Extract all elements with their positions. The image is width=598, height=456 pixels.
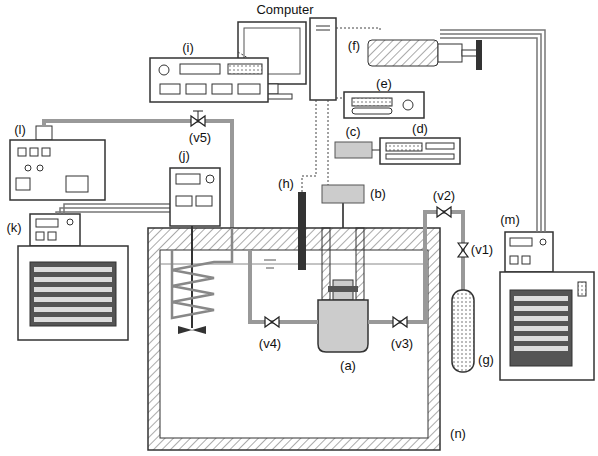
callout-label: (m) [500,213,520,227]
stirrer-coil [172,226,232,334]
pipe [44,121,232,228]
hose [56,204,170,214]
pipe [250,250,318,322]
motor-box [322,185,364,203]
callout-label: (b) [370,187,386,201]
pipe [368,212,463,322]
computer-label: Computer [256,3,313,17]
callout-label: (j) [178,149,190,163]
callout-label: (f) [348,39,360,53]
shaft [342,203,344,228]
gas-cylinder [452,290,474,372]
hose [440,30,545,232]
callout-label: (l) [14,123,26,137]
callout-label: (v5) [189,131,211,145]
callout-label: (a) [340,359,356,373]
measurement-cell [318,228,368,352]
callout-label: (e) [376,77,392,91]
transducer [335,138,460,164]
callout-label: (v1) [471,243,493,257]
temperature-sensor [298,192,306,270]
instrument [150,58,268,102]
callout-label: (k) [6,221,21,235]
callout-label: (n) [450,427,466,441]
callout-label: (d) [412,122,428,136]
chiller [500,232,594,380]
chiller [18,214,128,340]
gas-supply [10,126,105,200]
valve-symbol [265,207,468,327]
callout-label: (c) [345,125,360,139]
callout-label: (v3) [391,337,413,351]
controller [344,92,424,118]
callout-label: (h) [278,177,294,191]
callout-label: (g) [478,353,494,367]
valve-symbol [191,111,205,126]
syringe-pump [368,40,482,70]
bath-controller [170,168,220,226]
callout-label: (v2) [433,189,455,203]
callout-label: (v4) [259,337,281,351]
callout-label: (i) [182,41,194,55]
